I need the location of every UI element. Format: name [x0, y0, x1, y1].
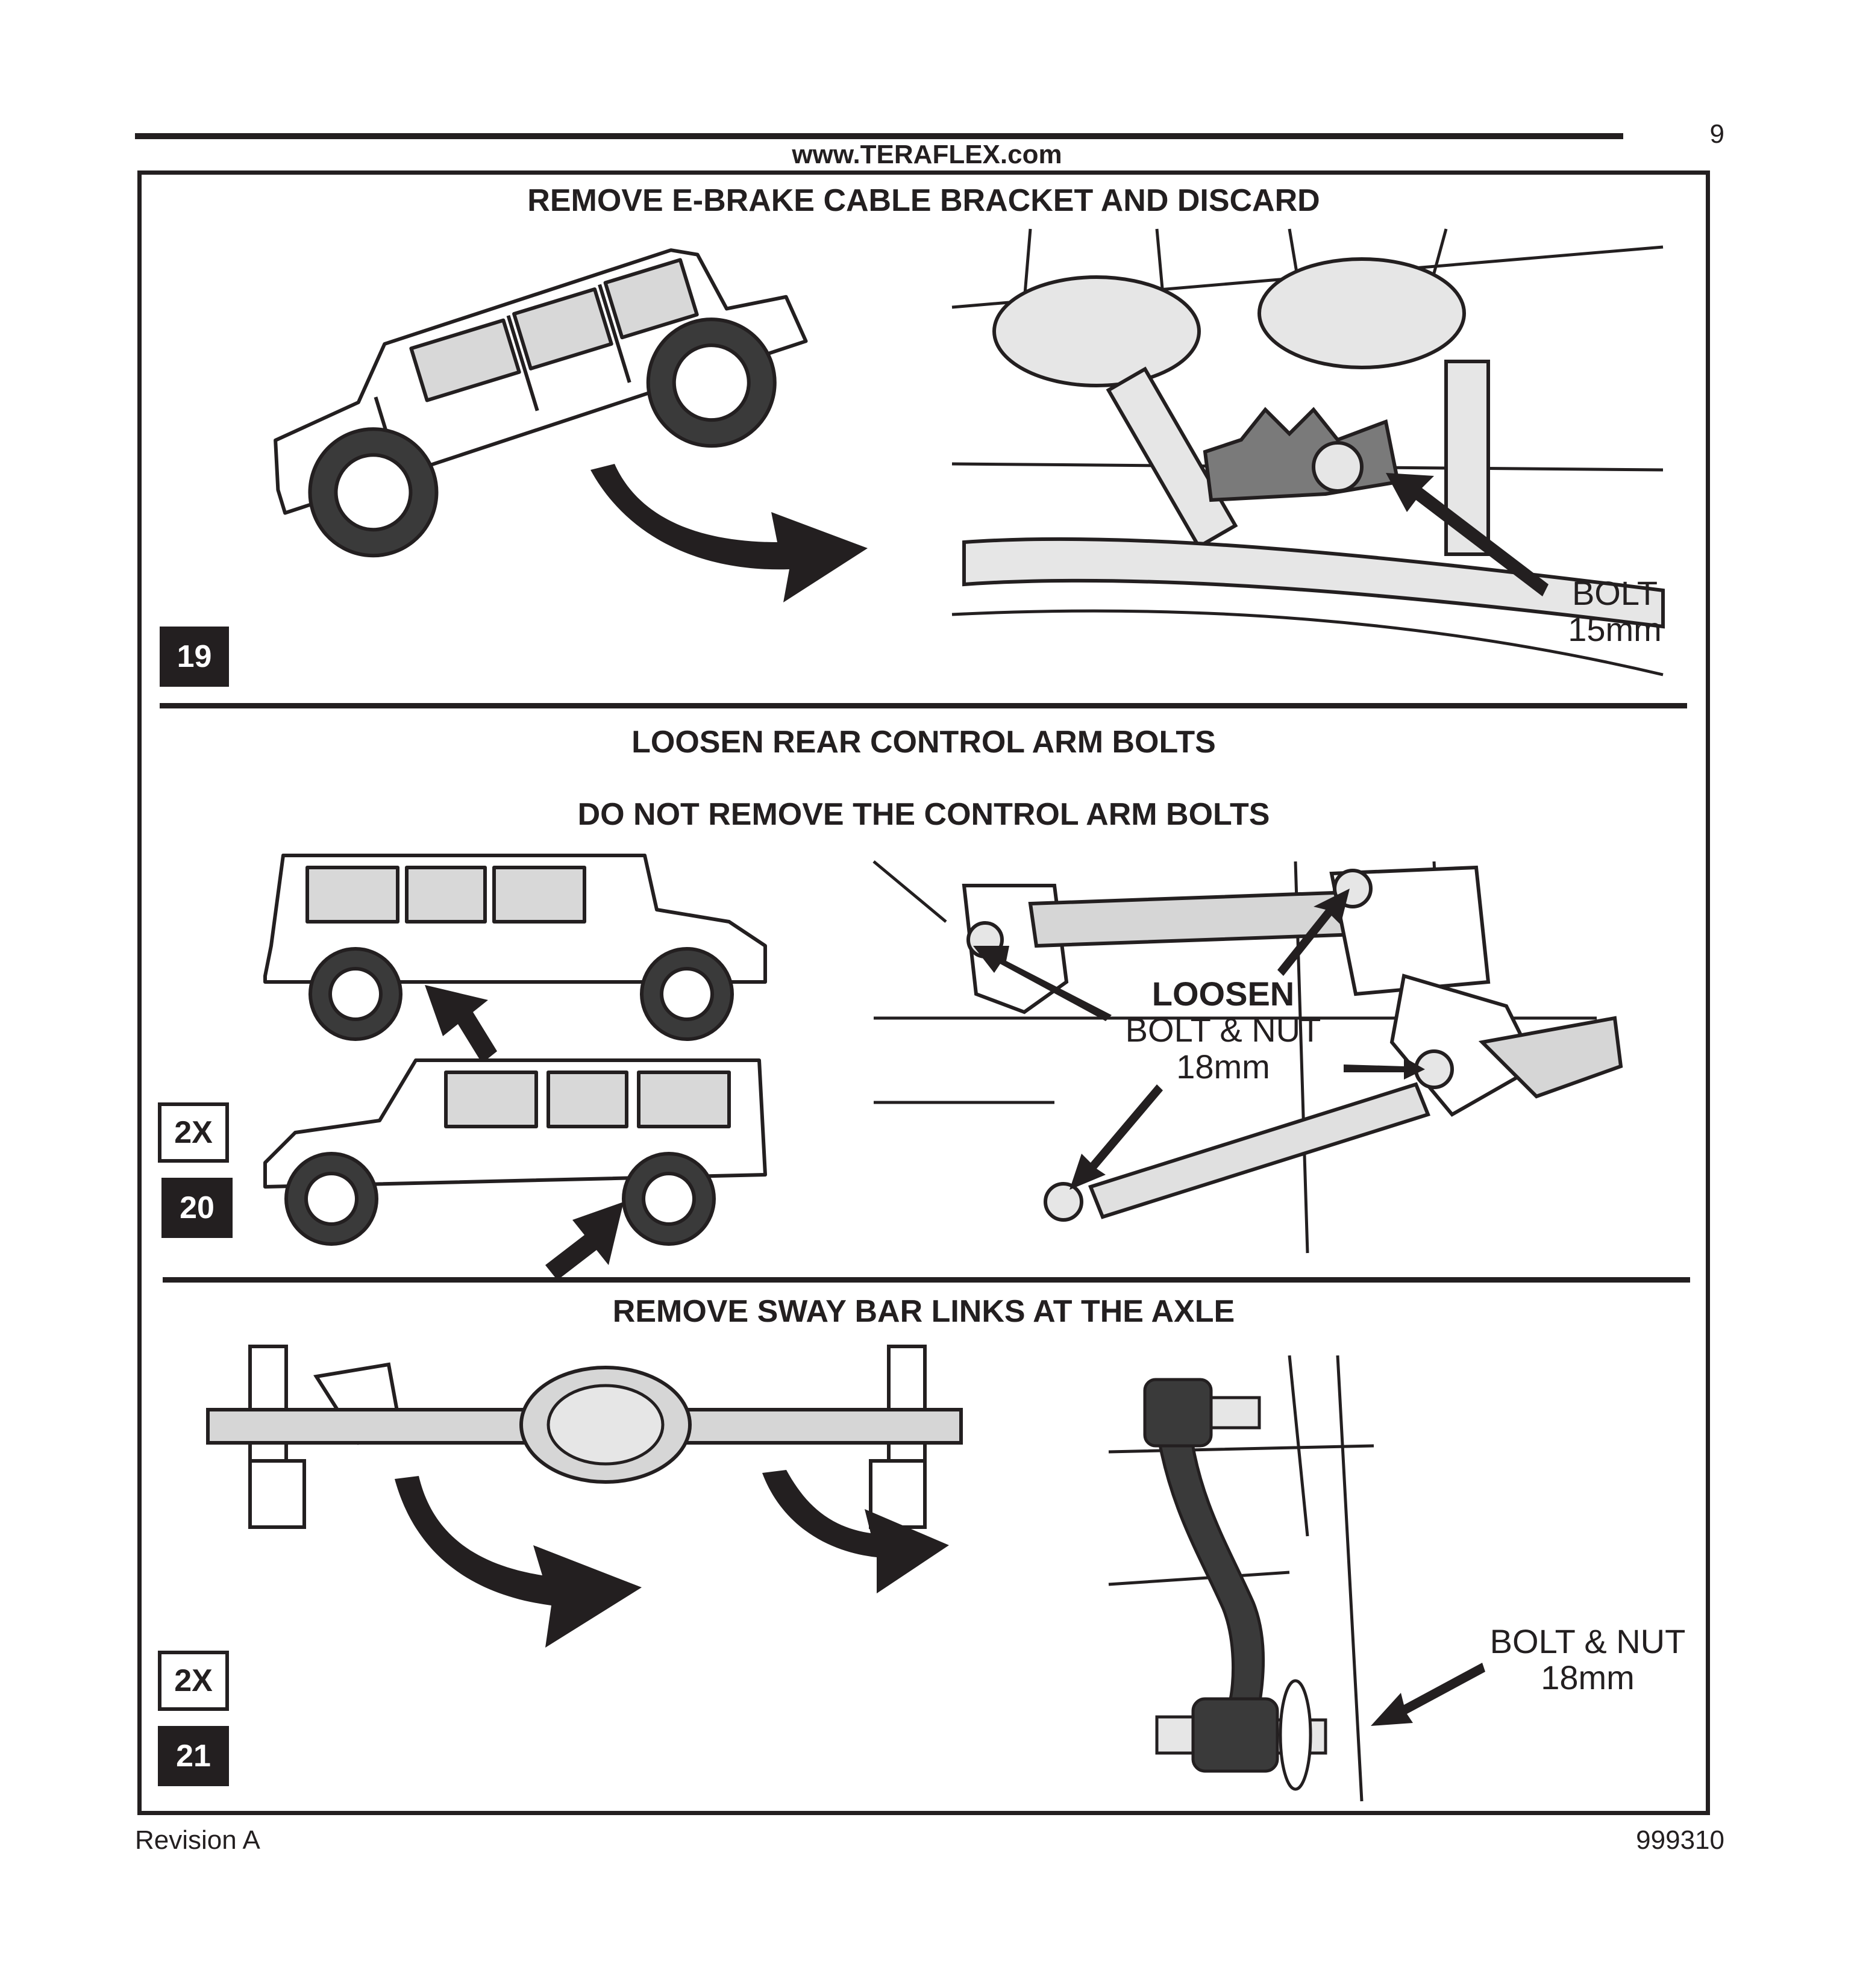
step-20-multiplier: 2X [158, 1102, 229, 1163]
step-19-heading: REMOVE E-BRAKE CABLE BRACKET AND DISCARD [527, 183, 1320, 218]
step-21-callout: BOLT & NUT 18mm [1482, 1622, 1693, 1697]
header-rule [135, 133, 1623, 139]
step-20-heading: LOOSEN REAR CONTROL ARM BOLTS [631, 725, 1216, 760]
revision-label: Revision A [135, 1825, 260, 1855]
step-21-callout-label: BOLT & NUT [1489, 1622, 1686, 1660]
step-divider-1 [160, 703, 1687, 708]
step-20-callout-action: LOOSEN [1151, 975, 1295, 1013]
step-21-axle-illustration [206, 1345, 963, 1648]
step-19-callout: BOLT 15mm [1552, 575, 1678, 648]
step-divider-2 [163, 1277, 1690, 1283]
step-19-callout-size: 15mm [1568, 610, 1662, 649]
step-20-number: 20 [161, 1178, 233, 1238]
step-19-callout-label: BOLT [1571, 574, 1658, 612]
step-21-arrow [1371, 1663, 1485, 1726]
step-20-arrow-diagonal [545, 1202, 624, 1280]
step-20-callout-label: BOLT & NUT [1125, 1011, 1321, 1049]
instruction-frame [137, 170, 1710, 1815]
step-19-bracket-closeup [951, 228, 1665, 677]
step-20-control-arm-closeup [872, 860, 1623, 1254]
website-url[interactable]: www.TERAFLEX.com [792, 140, 1062, 169]
step-20-warning: DO NOT REMOVE THE CONTROL ARM BOLTS [577, 797, 1270, 832]
step-21-sway-link-closeup [1108, 1355, 1374, 1802]
step-19-number: 19 [160, 627, 229, 687]
step-20-callout: LOOSEN BOLT & NUT 18mm [1103, 975, 1344, 1086]
step-19-arrow [590, 464, 868, 602]
step-20-callout-size: 18mm [1176, 1047, 1270, 1086]
step-21-callout-size: 18mm [1541, 1658, 1635, 1697]
step-20-jeep-top [263, 854, 767, 1041]
step-21-heading: REMOVE SWAY BAR LINKS AT THE AXLE [612, 1294, 1235, 1329]
step-20-jeep-bottom [263, 1058, 767, 1246]
page-number: 9 [1709, 119, 1724, 149]
part-number: 999310 [1636, 1825, 1724, 1855]
step-19-jeep-illustration [274, 248, 808, 558]
step-21-number: 21 [158, 1726, 229, 1786]
step-20-arrow-up [425, 985, 497, 1063]
step-21-multiplier: 2X [158, 1651, 229, 1711]
